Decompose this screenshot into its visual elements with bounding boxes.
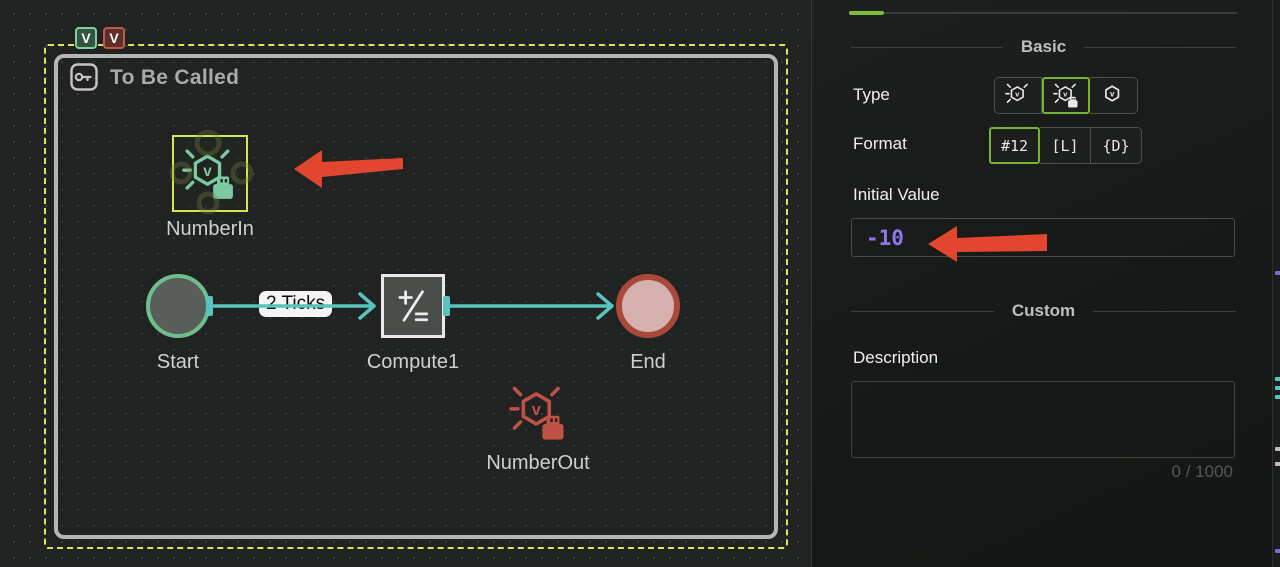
node-start[interactable] [146,274,210,338]
variable-badge-green[interactable]: V [75,27,97,49]
type-button-group [994,77,1138,114]
properties-panel: Basic Type Format #12 [L] {D} Initial [811,0,1280,567]
node-editor-canvas[interactable]: V V To Be Called NumberIn [0,0,811,567]
node-label-compute1: Compute1 [366,351,460,373]
variable-spark-lock-icon [182,146,233,199]
minimap-mark [1275,271,1280,275]
initial-value-input[interactable] [851,218,1235,257]
minimap-mark [1275,447,1280,451]
node-end[interactable] [616,274,680,338]
compute-math-icon [398,290,429,322]
minimap-mark [1275,462,1280,466]
type-option-variable-spark-icon[interactable] [994,77,1042,114]
panel-tab-rule [884,12,1237,14]
node-numberin[interactable] [172,135,248,212]
node-label-numberout: NumberOut [486,452,590,474]
node-label-start: Start [156,351,200,373]
panel-tab-indicator [849,11,884,15]
variable-spark-lock-icon [509,383,564,440]
format-label: Format [853,134,907,153]
initial-value-label: Initial Value [853,185,940,204]
group-selection-outline[interactable] [44,44,788,549]
type-option-variable-spark-lock-icon[interactable] [1042,77,1090,114]
format-option-dict[interactable]: {D} [1091,127,1142,164]
minimap-mark [1275,377,1280,381]
type-label: Type [853,85,890,104]
section-header-custom: Custom [851,301,1236,321]
description-label: Description [853,348,939,367]
type-option-variable-plain-icon[interactable] [1090,77,1138,114]
subroutine-key-icon [70,63,98,91]
description-textarea[interactable] [851,381,1235,458]
format-button-group: #12 [L] {D} [989,127,1142,164]
edge-tick-label[interactable]: 2 Ticks [259,291,333,317]
minimap-mark [1275,549,1280,553]
minimap-mark [1275,386,1280,390]
node-numberout[interactable] [508,381,570,445]
character-counter: 0 / 1000 [1171,462,1233,481]
section-header-basic: Basic [851,37,1236,57]
variable-badge-red[interactable]: V [103,27,125,49]
format-option-number[interactable]: #12 [989,127,1040,164]
node-compute1[interactable] [381,274,445,338]
minimap-strip[interactable] [1272,0,1280,567]
node-label-end: End [630,351,666,373]
node-label-numberin: NumberIn [166,218,254,240]
group-title: To Be Called [110,66,240,89]
format-option-list[interactable]: [L] [1040,127,1091,164]
minimap-mark [1275,395,1280,399]
